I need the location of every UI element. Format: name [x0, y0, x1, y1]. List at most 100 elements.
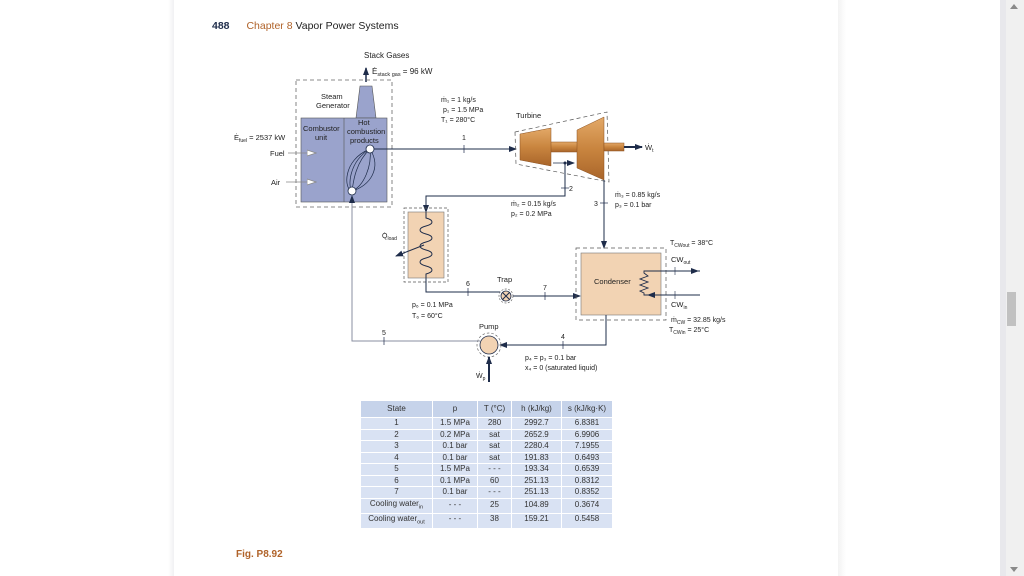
condenser-coil	[638, 270, 700, 296]
table-cell: - - -	[433, 498, 477, 513]
state-5-number: 5	[382, 330, 386, 337]
table-cell: 6.9906	[562, 429, 612, 440]
scroll-down-arrow-icon[interactable]	[1010, 567, 1018, 572]
table-cell: 3	[361, 441, 432, 452]
table-cell: 5	[361, 464, 432, 475]
cw-in-label: CWin	[671, 300, 688, 311]
table-cell: 1.5 MPa	[433, 418, 477, 429]
wp-label: Ẇp	[476, 371, 486, 382]
state-5-line	[349, 195, 480, 342]
table-cell: 104.89	[512, 498, 561, 513]
stack	[355, 85, 377, 119]
pump	[479, 335, 499, 355]
condenser-boundary	[575, 247, 667, 321]
chapter-title: Vapor Power Systems	[295, 20, 399, 32]
table-cell: 1.5 MPa	[433, 464, 477, 475]
col-header: State	[361, 401, 432, 417]
state-4-line	[499, 315, 607, 348]
table-cell: 0.1 bar	[433, 452, 477, 463]
e-stack-label: Ėstack gas = 96 kW	[372, 67, 433, 78]
page-header: 488 Chapter 8 Vapor Power Systems	[212, 20, 399, 32]
scroll-gutter	[1000, 0, 1006, 576]
tcw-in-label: TCWin = 25°C	[669, 326, 709, 336]
table-cell: 0.8352	[562, 487, 612, 498]
col-header: p	[433, 401, 477, 417]
table-cell: 191.83	[512, 452, 561, 463]
wt-label: Ẇt	[645, 143, 654, 154]
tcw-out-label: TCWout = 38°C	[670, 239, 713, 249]
state-1-props: ṁ₁ = 1 kg/s p₁ = 1.5 MPa T₁ = 280°C	[441, 97, 485, 124]
table-cell: 0.1 bar	[433, 487, 477, 498]
q-load-label: Q̇load	[382, 232, 397, 242]
page-number: 488	[212, 20, 230, 32]
table-cell: 0.8312	[562, 475, 612, 486]
state-6-props: p₆ = 0.1 MPa T₆ = 60°C	[412, 302, 455, 320]
col-header: s (kJ/kg·K)	[562, 401, 612, 417]
table-cell: 0.6493	[562, 452, 612, 463]
table-cell: 7.1955	[562, 441, 612, 452]
vertical-scrollbar[interactable]	[1006, 0, 1024, 576]
state-1-number: 1	[462, 135, 466, 142]
table-cell: sat	[478, 429, 511, 440]
table-cell: 193.34	[512, 464, 561, 475]
table-cell: - - -	[433, 513, 477, 528]
state-4-props: p₄ = p₃ = 0.1 bar x₄ = 0 (saturated liqu…	[525, 355, 597, 372]
table-cell: 38	[478, 513, 511, 528]
state-7-number: 7	[543, 285, 547, 292]
hot-products-label: Hot combustion products	[347, 118, 387, 145]
state-2-props: ṁ₂ = 0.15 kg/s p₂ = 0.2 MPa	[511, 201, 558, 218]
turbine-stage-1	[519, 127, 552, 167]
table-cell: 159.21	[512, 513, 561, 528]
table-cell: 1	[361, 418, 432, 429]
turbine-stage-2	[576, 116, 605, 181]
page-edge-left	[168, 0, 174, 576]
table-cell: 2280.4	[512, 441, 561, 452]
steam-generator-label: Steam Generator	[316, 92, 350, 110]
turbine-label: Turbine	[516, 111, 541, 120]
table-cell: 0.3674	[562, 498, 612, 513]
stack-gases-label: Stack Gases	[364, 51, 409, 60]
table-cell: 60	[478, 475, 511, 486]
state-2-number: 2	[569, 186, 573, 193]
turbine-boundary	[514, 111, 610, 183]
table-cell: sat	[478, 452, 511, 463]
feedwater-heater	[407, 211, 445, 279]
table-cell: sat	[478, 441, 511, 452]
table-cell: 7	[361, 487, 432, 498]
figure-label: Fig. P8.92	[236, 549, 283, 560]
table-cell: 280	[478, 418, 511, 429]
q-load-arrow	[395, 244, 425, 257]
table-cell: 2652.9	[512, 429, 561, 440]
cw-out-label: CWout	[671, 255, 691, 266]
table-cell: 2	[361, 429, 432, 440]
scroll-thumb[interactable]	[1007, 292, 1016, 326]
table-cell: Cooling waterout	[361, 513, 432, 528]
table-cell: 0.6539	[562, 464, 612, 475]
pump-label: Pump	[479, 322, 499, 331]
col-header: T (°C)	[478, 401, 511, 417]
table-cell: 251.13	[512, 475, 561, 486]
table-cell: Cooling waterin	[361, 498, 432, 513]
state-3-props: ṁ₃ = 0.85 kg/s p₃ = 0.1 bar	[615, 192, 662, 209]
table-cell: 2992.7	[512, 418, 561, 429]
e-fuel-label: Ėfuel = 2537 kW	[234, 133, 286, 144]
scroll-up-arrow-icon[interactable]	[1010, 4, 1018, 9]
trap-label: Trap	[497, 275, 512, 284]
chapter-label: Chapter 8	[246, 20, 293, 32]
table-cell: 0.1 MPa	[433, 475, 477, 486]
combustor-label: Combustor unit	[303, 124, 342, 142]
table-cell: 0.5458	[562, 513, 612, 528]
fuel-label: Fuel	[270, 149, 285, 158]
page-edge-right	[838, 0, 846, 576]
col-header: h (kJ/kg)	[512, 401, 561, 417]
table-cell: 4	[361, 452, 432, 463]
